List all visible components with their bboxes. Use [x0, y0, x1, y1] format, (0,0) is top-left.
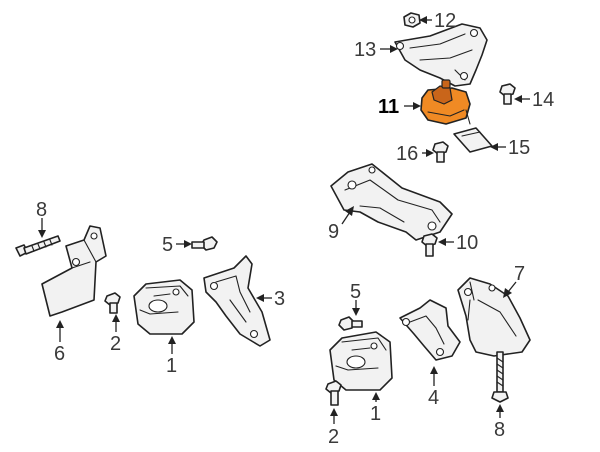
callout-2-left: 2	[110, 333, 121, 355]
bolt-2-bottom[interactable]	[325, 380, 342, 406]
callout-10: 10	[456, 232, 478, 254]
callout-1-bottom: 1	[370, 403, 381, 425]
side-bracket-3[interactable]	[203, 255, 271, 347]
bracket-plate-6[interactable]	[41, 225, 107, 317]
engine-mount-1-left[interactable]	[133, 279, 195, 335]
bolt-8-right[interactable]	[491, 351, 509, 403]
bolt-8-left[interactable]	[15, 235, 61, 257]
mount-plate-7[interactable]	[457, 277, 531, 357]
callout-1-left: 1	[166, 355, 177, 377]
callout-11: 11	[378, 96, 399, 118]
bolt-10[interactable]	[421, 233, 438, 257]
callout-7: 7	[514, 263, 525, 285]
callout-15: 15	[508, 137, 530, 159]
callout-4: 4	[428, 387, 439, 409]
callout-3: 3	[274, 288, 285, 310]
callout-14: 14	[532, 89, 554, 111]
callout-13: 13	[354, 39, 376, 61]
callout-5-bottom: 5	[350, 281, 361, 303]
bolt-14[interactable]	[499, 83, 516, 105]
callout-5-top: 5	[162, 234, 173, 256]
callout-12: 12	[434, 10, 456, 32]
leader-lines	[38, 16, 530, 424]
plate-15[interactable]	[453, 127, 493, 153]
callout-16: 16	[396, 143, 418, 165]
bolt-16[interactable]	[432, 141, 449, 163]
engine-mount-11-highlighted[interactable]	[420, 79, 471, 125]
bolt-5-top[interactable]	[191, 236, 218, 251]
upper-bracket-13[interactable]	[394, 23, 488, 87]
engine-mount-1-bottom[interactable]	[329, 331, 393, 391]
nut-12[interactable]	[403, 12, 421, 28]
bracket-4[interactable]	[399, 299, 461, 361]
bolt-2-left[interactable]	[104, 292, 121, 314]
callout-labels: 12 13 11 14 15 16 9 10 8 5 3 6 2 1 5 7 4…	[36, 10, 554, 448]
crossmember-9[interactable]	[330, 163, 453, 241]
callout-8-right: 8	[494, 419, 505, 441]
callout-6: 6	[54, 343, 65, 365]
callout-9: 9	[328, 221, 339, 243]
bolt-5-bottom[interactable]	[338, 316, 363, 331]
callout-8-left: 8	[36, 199, 47, 221]
callout-2-bottom: 2	[328, 426, 339, 448]
